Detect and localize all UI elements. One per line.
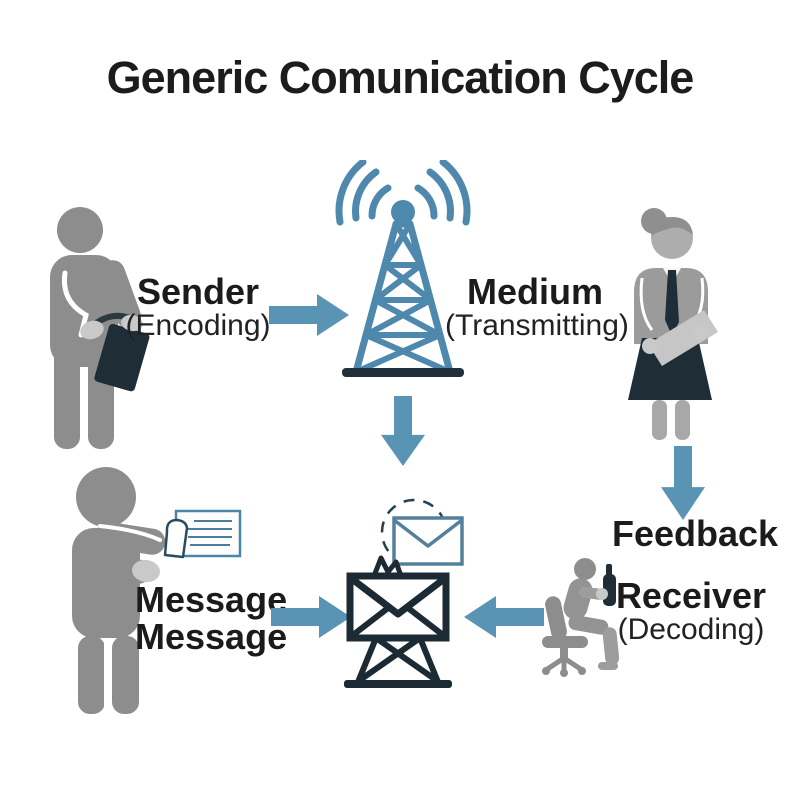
lined-note-card-icon [162,508,244,560]
person-with-briefcase-icon [36,203,198,455]
sender-label-main: Sender [136,271,260,312]
medium-label-sub: (Transmitting) [445,308,629,342]
person-presenting-note-icon [48,464,248,716]
receiver-label: Receiver (Decoding) [606,575,776,646]
sender-label-sub: (Encoding) [125,308,271,342]
feedback-label-text: Feedback [612,513,779,554]
dark-envelope-on-stand-icon [338,486,520,696]
message-label: Message Message [135,579,288,657]
arrow-right-icon [269,292,349,338]
businesswoman-with-tablet-icon [618,204,724,444]
arrow-right-icon [271,594,351,640]
receiver-label-sub: (Decoding) [617,612,765,646]
message-label-line1: Message [135,579,288,620]
person-on-office-chair-icon [536,556,634,678]
medium-label-main: Medium [466,271,603,312]
medium-label: Medium (Transmitting) [445,271,629,342]
page-title: Generic Comunication Cycle [106,52,695,103]
feedback-label: Feedback [612,515,778,553]
sender-label: Sender (Encoding) [118,271,278,342]
arrow-down-icon [380,396,426,466]
message-label-line2: Message [135,615,288,657]
arrow-left-icon [464,594,544,640]
blue-envelope-icon [392,516,464,566]
signal-waves-icon [335,160,471,226]
arrow-down-icon [660,446,706,520]
radio-tower-icon [322,160,484,398]
receiver-label-main: Receiver [615,575,767,616]
